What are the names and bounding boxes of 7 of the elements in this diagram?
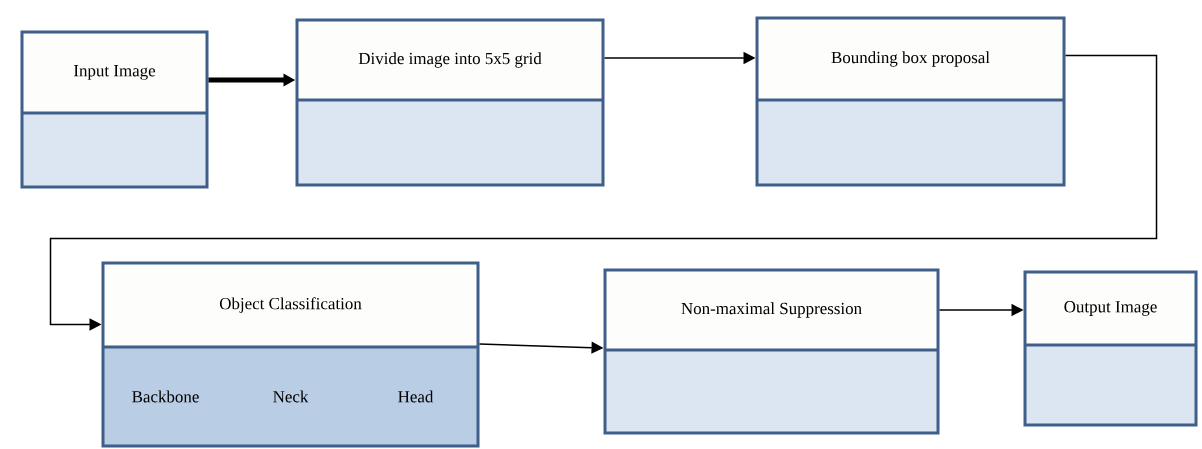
process-box: Output Image [1023,270,1198,427]
process-box: Input Image [20,30,209,189]
process-box: Non-maximal Suppression [603,268,940,435]
process-box: Divide image into 5x5 grid [295,18,605,187]
process-box: Object Classification Backbone Neck Head [101,261,480,448]
process-box: Bounding box proposal [755,16,1066,187]
arrow [49,54,1158,331]
